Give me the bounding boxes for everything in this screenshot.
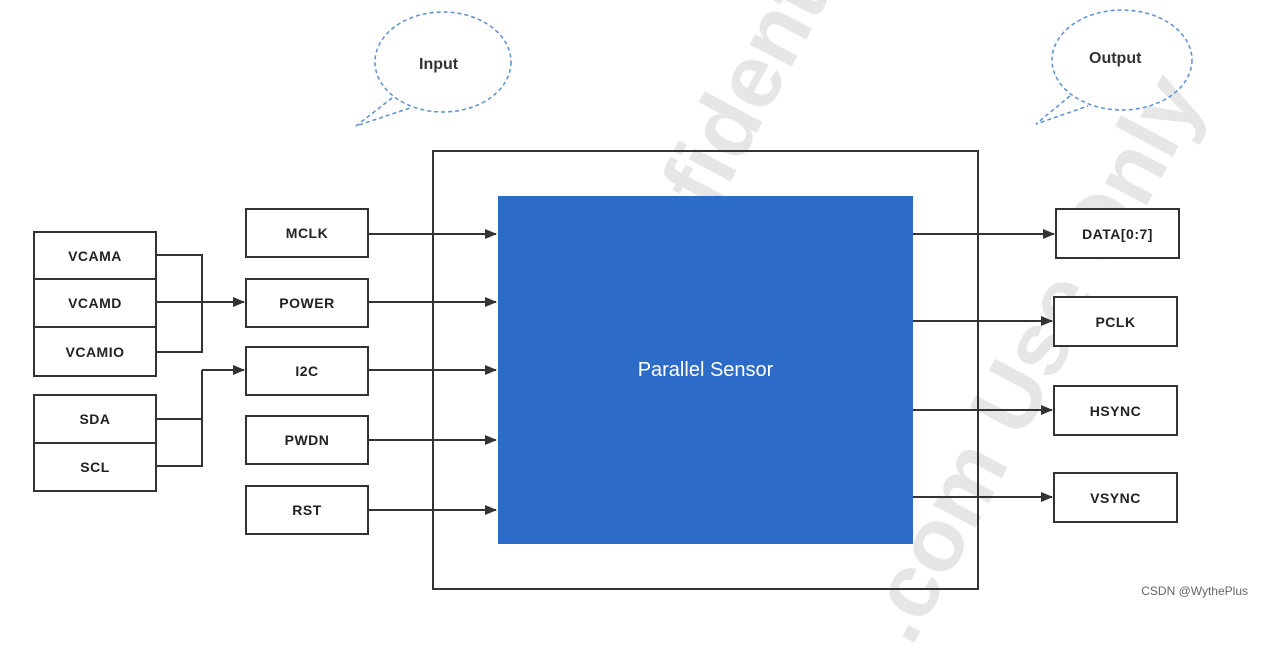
power-rail-label: VCAMIO: [65, 343, 125, 360]
sensor-module-frame: [432, 150, 979, 590]
input-label: POWER: [279, 295, 335, 311]
i2c-connectors: [156, 370, 203, 467]
input-label: MCLK: [285, 225, 329, 241]
diagram-canvas: Confidential .com Use Only: [33, 0, 1248, 657]
power-rail-label: VCAMD: [68, 295, 122, 311]
power-rail-vcamio: VCAMIO: [33, 326, 157, 377]
output-label: HSYNC: [1089, 402, 1142, 419]
output-label: PCLK: [1095, 313, 1136, 330]
power-rail-connectors: [156, 254, 203, 353]
output-bubble-tail: [1035, 95, 1089, 125]
input-mclk: MCLK: [245, 208, 369, 258]
power-rail-vcama: VCAMA: [33, 231, 157, 280]
output-pclk: PCLK: [1053, 296, 1178, 347]
input-label: RST: [292, 502, 322, 518]
input-label: I2C: [295, 363, 319, 379]
input-bubble-tail: [355, 97, 411, 127]
i2c-line-sda: SDA: [33, 394, 157, 444]
sensor-label: Parallel Sensor: [637, 358, 774, 381]
output-data: DATA[0:7]: [1055, 208, 1180, 259]
i2c-line-scl: SCL: [33, 442, 157, 492]
output-vsync: VSYNC: [1053, 472, 1178, 523]
input-power: POWER: [245, 278, 369, 328]
output-arrows: [913, 229, 1055, 502]
output-label: VSYNC: [1090, 489, 1141, 506]
output-hsync: HSYNC: [1053, 385, 1178, 436]
source-credit: CSDN @WythePlus: [1141, 584, 1248, 598]
power-rail-label: VCAMA: [68, 247, 122, 264]
input-bubble: [374, 11, 512, 113]
output-bubble: [1051, 9, 1193, 111]
input-pwdn: PWDN: [245, 415, 369, 465]
input-label: PWDN: [284, 432, 330, 448]
input-rst: RST: [245, 485, 369, 535]
input-callout: Input: [419, 56, 459, 73]
power-rail-vcamd: VCAMD: [33, 278, 157, 328]
parallel-sensor-block: Parallel Sensor: [498, 196, 913, 544]
i2c-line-label: SDA: [79, 411, 111, 427]
input-i2c: I2C: [245, 346, 369, 396]
output-label: DATA[0:7]: [1082, 225, 1153, 242]
i2c-line-label: SCL: [80, 459, 110, 475]
output-callout: Output: [1089, 50, 1142, 67]
